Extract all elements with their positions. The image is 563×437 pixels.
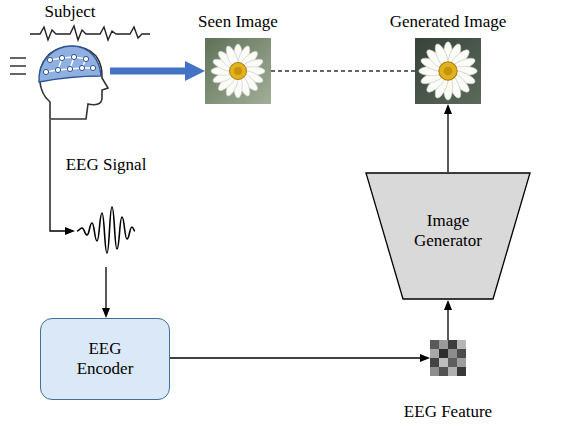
label-holder: Generated Image — [390, 12, 507, 32]
connector — [444, 300, 452, 340]
head-icon — [39, 46, 108, 119]
connector-line — [271, 70, 415, 71]
signal-lines — [10, 58, 26, 74]
arrow-head — [185, 61, 205, 81]
figure-label: Subject — [45, 2, 96, 22]
label-holder: EEG Feature — [404, 402, 492, 422]
box-label: Image Generator — [400, 211, 496, 250]
brainwave-line — [30, 26, 150, 40]
figure-label: EEG Feature — [404, 402, 492, 422]
encoder-box: EEG Encoder — [40, 318, 170, 400]
feature-grid — [430, 340, 466, 376]
connector-line — [447, 307, 448, 340]
connector — [271, 71, 415, 72]
arrow-head — [420, 354, 430, 362]
subject-icon: Subject — [30, 40, 110, 120]
figure-label: EEG Signal — [66, 155, 147, 175]
connector — [110, 61, 205, 81]
connector — [50, 120, 75, 235]
label-holder: Subject — [45, 2, 96, 22]
connector-line — [105, 267, 106, 311]
arrow-head — [65, 227, 75, 235]
connector — [102, 267, 110, 318]
arrow-head — [102, 308, 110, 318]
generated-flower-photo — [415, 38, 481, 104]
box-label: EEG Encoder — [63, 339, 147, 378]
connector — [170, 354, 430, 362]
connector-line — [447, 111, 448, 172]
seen-flower-photo — [205, 38, 271, 104]
label-holder: Image Generator — [365, 172, 531, 300]
eeg-signal: EEG Signal — [75, 195, 137, 267]
eeg-feature: EEG Feature — [430, 340, 466, 376]
label-holder: EEG Signal — [66, 155, 147, 175]
label-holder: Seen Image — [198, 12, 278, 32]
arrow-head — [444, 104, 452, 114]
connector-line — [50, 120, 68, 231]
trapezoid-shape — [366, 173, 530, 299]
seen-image: Seen Image — [205, 38, 271, 104]
connector-line — [170, 357, 423, 358]
label-holder: EEG Encoder — [41, 319, 169, 399]
generator-trapezoid: Image Generator — [365, 172, 531, 300]
connector-line — [110, 68, 191, 75]
generated-image: Generated Image — [415, 38, 481, 104]
figure-label: Generated Image — [390, 12, 507, 32]
figure-label: Seen Image — [198, 12, 278, 32]
connector — [444, 104, 452, 172]
arrow-head — [444, 300, 452, 310]
eeg-waveform — [77, 207, 135, 253]
